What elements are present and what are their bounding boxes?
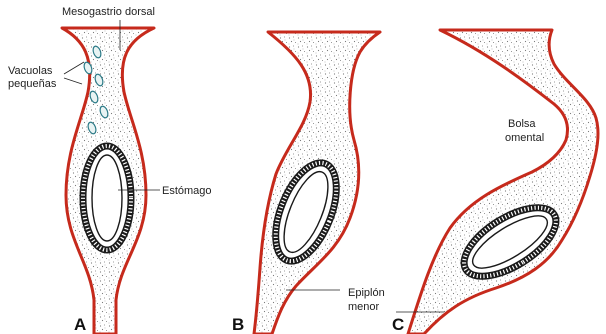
label-vacuolas: Vacuolas bbox=[8, 65, 53, 77]
panel-c-mesentery bbox=[408, 30, 598, 334]
label-estomago: Estómago bbox=[162, 185, 212, 197]
panel-label-b: B bbox=[232, 315, 244, 334]
panel-a-stomach bbox=[83, 146, 131, 250]
label-epiplon: Epiplón bbox=[348, 287, 385, 299]
panel-a-diagram bbox=[62, 20, 160, 334]
label-menor: menor bbox=[348, 301, 380, 313]
label-mesogastrio-dorsal: Mesogastrio dorsal bbox=[62, 6, 155, 18]
label-bolsa: Bolsa bbox=[508, 118, 536, 130]
label-pequenas: pequeñas bbox=[8, 78, 57, 90]
panel-c-diagram bbox=[396, 30, 598, 334]
panel-label-a: A bbox=[74, 315, 86, 334]
panel-label-c: C bbox=[392, 315, 404, 334]
label-omental: omental bbox=[505, 132, 544, 144]
